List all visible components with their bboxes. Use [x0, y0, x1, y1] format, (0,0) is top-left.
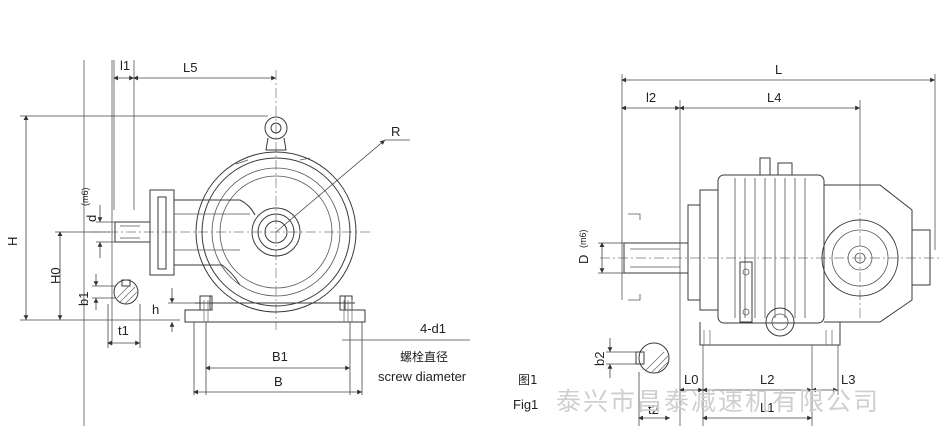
label-R: R [391, 124, 400, 139]
label-D: D [576, 255, 591, 264]
output-shaft-section-icon [635, 342, 670, 374]
lifting-eye-icon [264, 116, 288, 151]
gear-housing-shape [195, 151, 357, 313]
label-L4: L4 [767, 90, 781, 105]
label-L0: L0 [684, 372, 698, 387]
label-H0: H0 [48, 267, 63, 284]
label-H: H [5, 237, 20, 246]
left-view-drawing [20, 60, 470, 426]
label-bolt-count-dia: 4-d1 [420, 321, 446, 336]
label-t2: t2 [648, 402, 659, 417]
label-L2: L2 [760, 372, 774, 387]
label-L3: L3 [841, 372, 855, 387]
label-l2: l2 [646, 90, 656, 105]
label-L5: L5 [183, 60, 197, 75]
label-bolt-note-en: screw diameter [378, 369, 467, 384]
company-watermark: 泰兴市昌泰减速机有限公司 [556, 387, 880, 416]
right-base [699, 322, 841, 346]
label-b2: b2 [592, 352, 607, 366]
input-shaft-housing [114, 189, 256, 286]
label-d-fit: (m6) [80, 188, 90, 207]
figure-caption-en: Fig1 [513, 397, 538, 412]
worm-housing-body [687, 157, 931, 337]
label-b1: b1 [76, 292, 91, 306]
output-shaft [623, 242, 689, 274]
figure-caption-cn: 图1 [518, 373, 538, 387]
label-bolt-note-cn: 螺栓直径 [400, 349, 448, 364]
label-L1: L1 [760, 400, 774, 415]
label-d: d [84, 215, 99, 222]
label-B: B [274, 374, 283, 389]
label-l1: l1 [120, 58, 130, 73]
label-D-fit: (m6) [578, 230, 588, 249]
base-feet [184, 295, 366, 323]
shaft-section-icon [113, 279, 139, 305]
label-B1: B1 [272, 349, 288, 364]
label-h: h [152, 302, 159, 317]
label-t1: t1 [118, 323, 129, 338]
right-view-drawing [598, 74, 940, 426]
label-L: L [775, 62, 782, 77]
